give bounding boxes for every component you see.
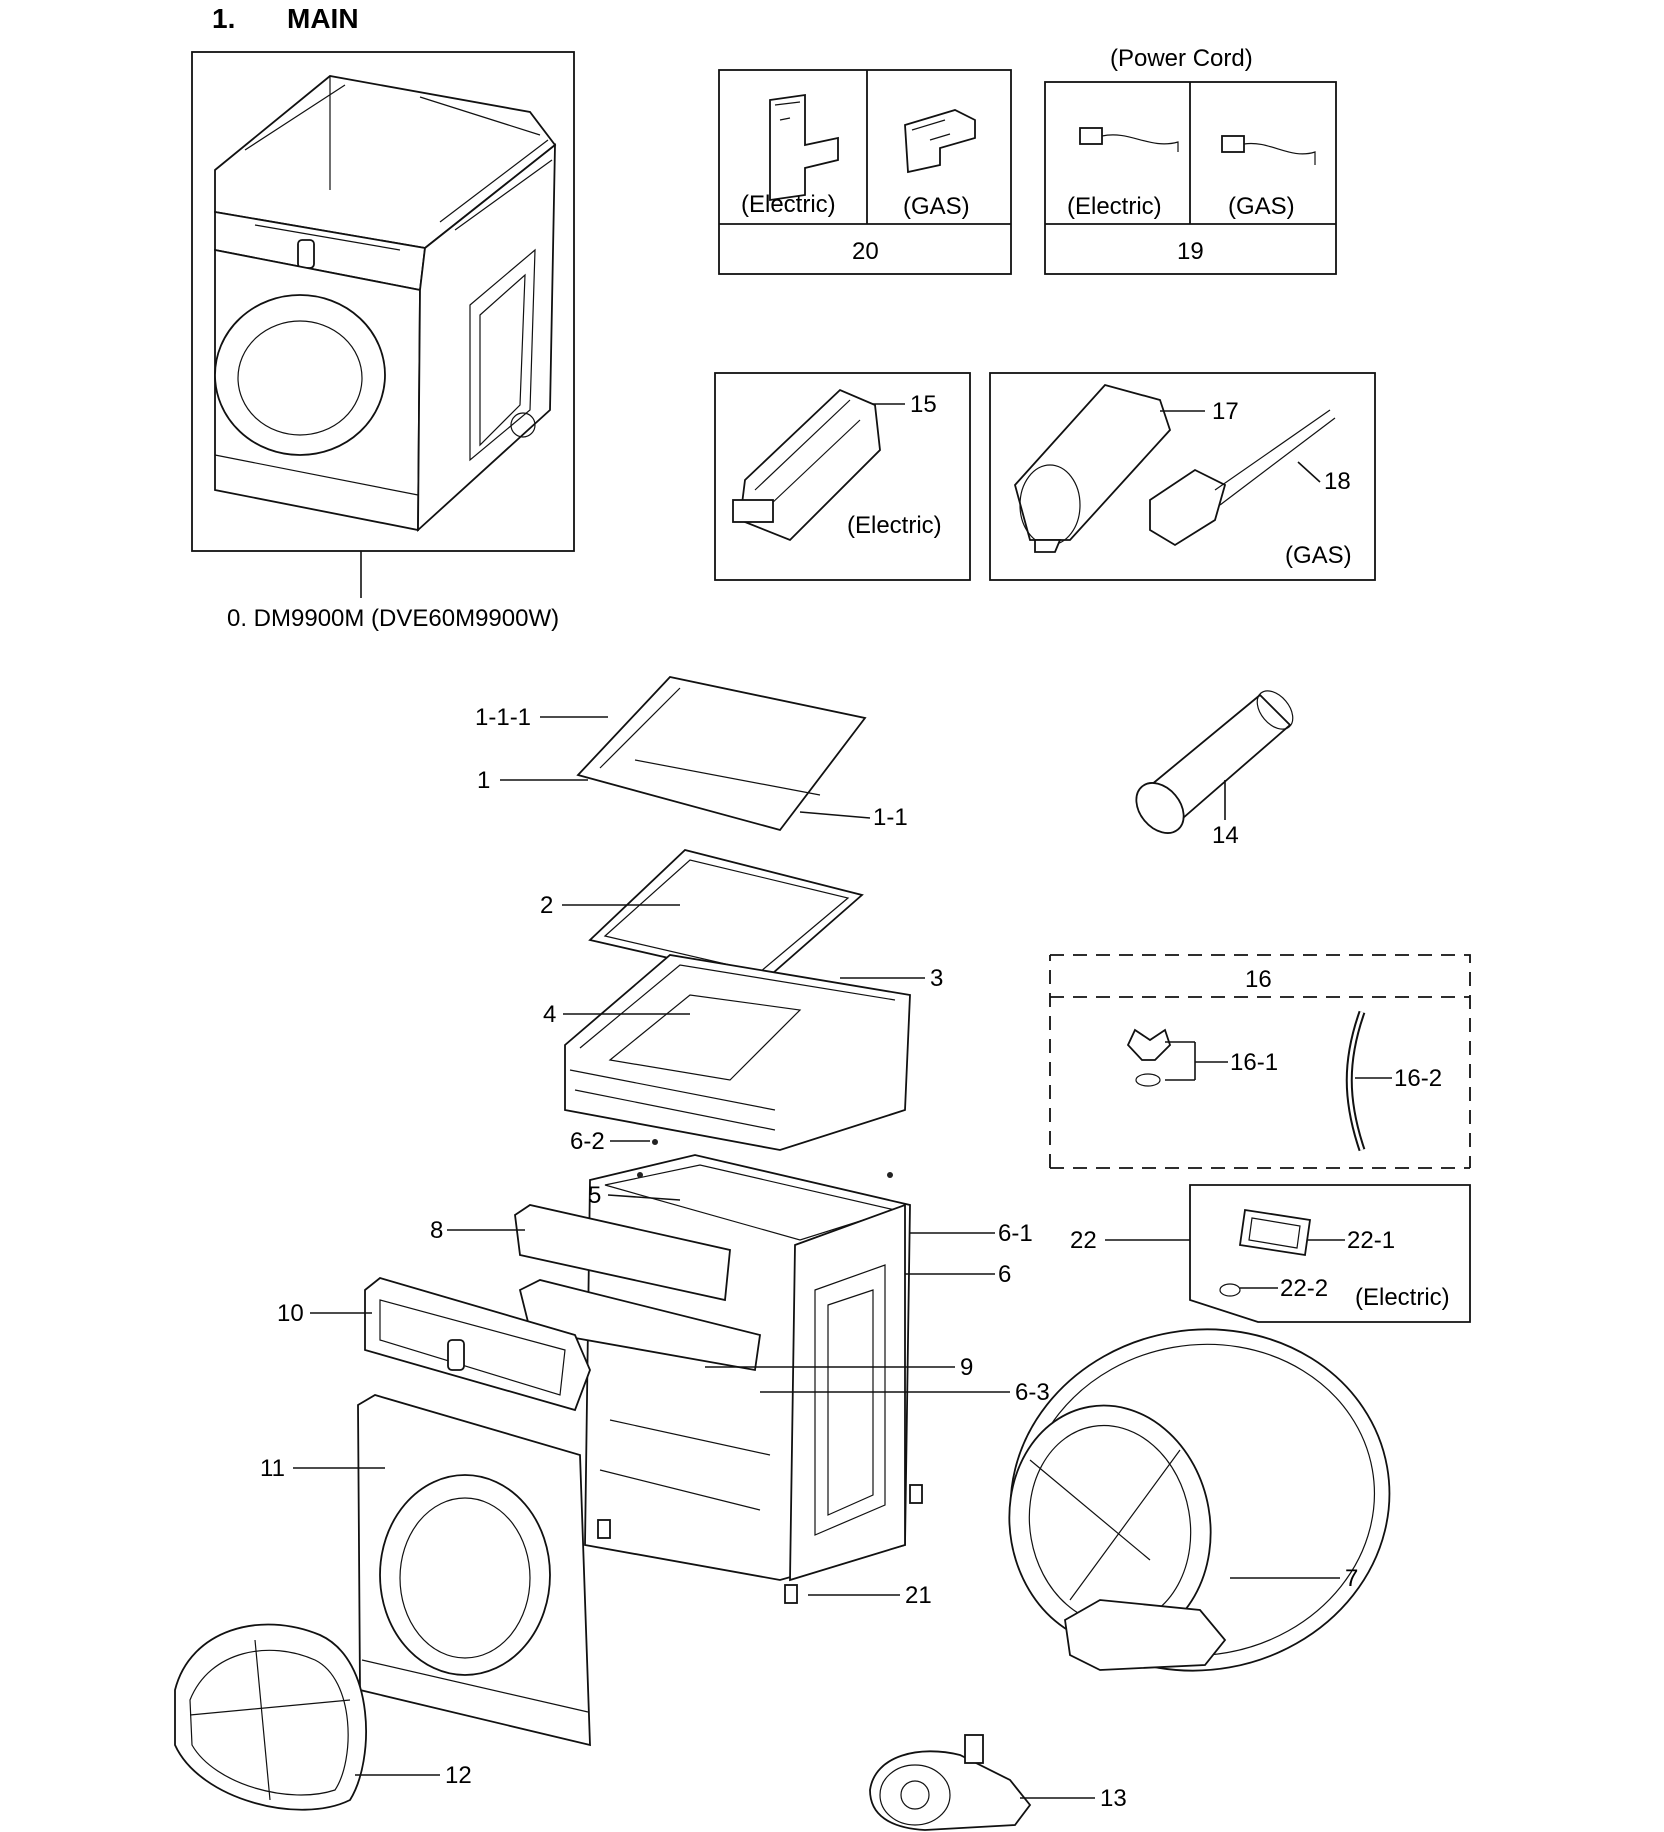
callout-6-1: 6-1 <box>998 1220 1033 1247</box>
callout-1-1: 1-1 <box>873 804 908 831</box>
power-cord-icon <box>1079 127 1316 165</box>
callout-10: 10 <box>277 1300 304 1327</box>
callout-15: 15 <box>910 391 937 418</box>
power-cord-electric-label: (Electric) <box>1067 193 1162 220</box>
callout-9: 9 <box>960 1354 973 1381</box>
kit-22-frame <box>1189 1184 1471 1323</box>
callout-3: 3 <box>930 965 943 992</box>
top-panel-icon <box>576 676 867 832</box>
callout-14: 14 <box>1212 822 1239 849</box>
callout-8: 8 <box>430 1217 443 1244</box>
heater-electric-label: (Electric) <box>847 512 942 539</box>
kit-16-part-number: 16 <box>1245 966 1272 993</box>
kit-22-electric-label: (Electric) <box>1355 1284 1450 1311</box>
model-label: 0. DM9900M (DVE60M9900W) <box>227 605 559 632</box>
drum-icon <box>1008 1328 1391 1672</box>
door-icon <box>174 1623 367 1811</box>
y-connector-icon <box>1126 1028 1172 1087</box>
bracket-gas-label: (GAS) <box>903 193 970 220</box>
callout-1: 1 <box>477 767 490 794</box>
control-panel-icon <box>364 1277 591 1412</box>
kit-22-part-number: 22 <box>1070 1227 1097 1254</box>
power-cord-gas-label: (GAS) <box>1228 193 1295 220</box>
upper-cabinet-icon <box>564 954 911 1151</box>
duct-icon <box>1135 690 1294 834</box>
foot-icon <box>597 1484 923 1604</box>
callout-18: 18 <box>1324 468 1351 495</box>
gas-box <box>989 372 1376 581</box>
callout-1-1-1: 1-1-1 <box>475 704 531 731</box>
callout-6: 6 <box>998 1261 1011 1288</box>
callout-17: 17 <box>1212 398 1239 425</box>
gas-valve-icon <box>1014 383 1336 553</box>
bracket-icon <box>769 93 976 202</box>
callout-7: 7 <box>1345 1565 1358 1592</box>
dryer-assembly-icon <box>214 75 557 533</box>
callout-4: 4 <box>543 1001 556 1028</box>
callout-5: 5 <box>588 1182 601 1209</box>
hose-icon <box>1345 1010 1366 1152</box>
bracket-part-number: 20 <box>852 238 879 265</box>
section-number: 1. <box>212 3 235 34</box>
callout-2: 2 <box>540 892 553 919</box>
callout-16-2: 16-2 <box>1394 1065 1442 1092</box>
callout-11: 11 <box>260 1455 285 1482</box>
heater-icon <box>732 388 881 542</box>
power-cord-title: (Power Cord) <box>1110 45 1253 72</box>
gas-label: (GAS) <box>1285 542 1352 569</box>
top-cover-icon <box>588 849 864 981</box>
bracket-box <box>718 69 1012 275</box>
callout-22-2: 22-2 <box>1280 1275 1328 1302</box>
model-image-frame <box>191 51 575 552</box>
callout-12: 12 <box>445 1762 472 1789</box>
callout-22-1: 22-1 <box>1347 1227 1395 1254</box>
sensor-board-icon <box>1219 1208 1312 1297</box>
callout-16-1: 16-1 <box>1230 1049 1278 1076</box>
callout-13: 13 <box>1100 1785 1127 1812</box>
section-title: MAIN <box>287 3 359 34</box>
power-cord-part-number: 19 <box>1177 238 1204 265</box>
callout-6-2: 6-2 <box>570 1128 605 1155</box>
kit-16-frame <box>1049 954 1471 1169</box>
heater-box <box>714 372 971 581</box>
bracket-electric-label: (Electric) <box>741 191 836 218</box>
front-panel-icon <box>357 1394 591 1747</box>
callout-6-3: 6-3 <box>1015 1379 1050 1406</box>
callout-21: 21 <box>905 1582 932 1609</box>
blower-icon <box>869 1734 1032 1831</box>
